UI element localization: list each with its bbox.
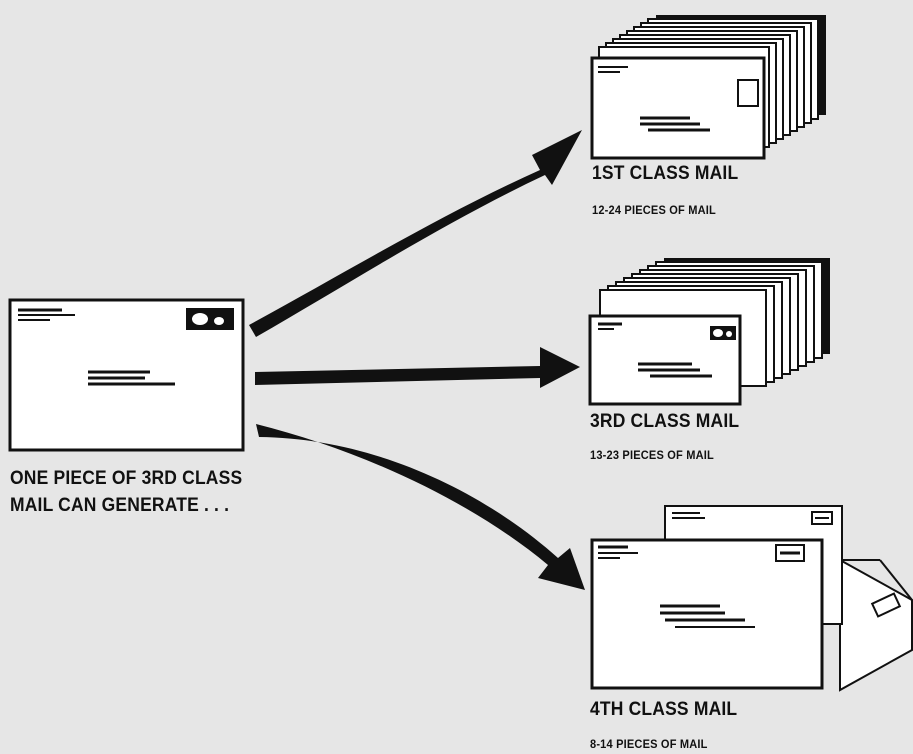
source-caption-line-2: MAIL CAN GENERATE . . .: [10, 495, 230, 516]
source-caption-line-1: ONE PIECE OF 3RD CLASS: [10, 468, 243, 489]
arrow-to-third-class-icon: [255, 347, 580, 388]
third-class-pieces-label: 13-23 PIECES OF MAIL: [590, 448, 714, 462]
source-envelope-icon: [8, 298, 245, 452]
first-class-envelope-stack-icon: [590, 15, 826, 160]
fourth-class-label: 4TH CLASS MAIL: [590, 699, 738, 720]
first-class-label: 1ST CLASS MAIL: [592, 163, 739, 184]
arrow-to-first-class-icon: [249, 130, 582, 337]
first-class-pieces-label: 12-24 PIECES OF MAIL: [592, 203, 716, 217]
stamp-icon: [186, 308, 234, 330]
fourth-class-mail-icon: [590, 505, 913, 692]
third-class-envelope-stack-icon: [588, 258, 830, 406]
package-icon: [839, 558, 913, 692]
fourth-class-pieces-label: 8-14 PIECES OF MAIL: [590, 737, 708, 751]
third-class-label: 3RD CLASS MAIL: [590, 411, 740, 432]
arrow-to-fourth-class-icon: [256, 424, 585, 590]
